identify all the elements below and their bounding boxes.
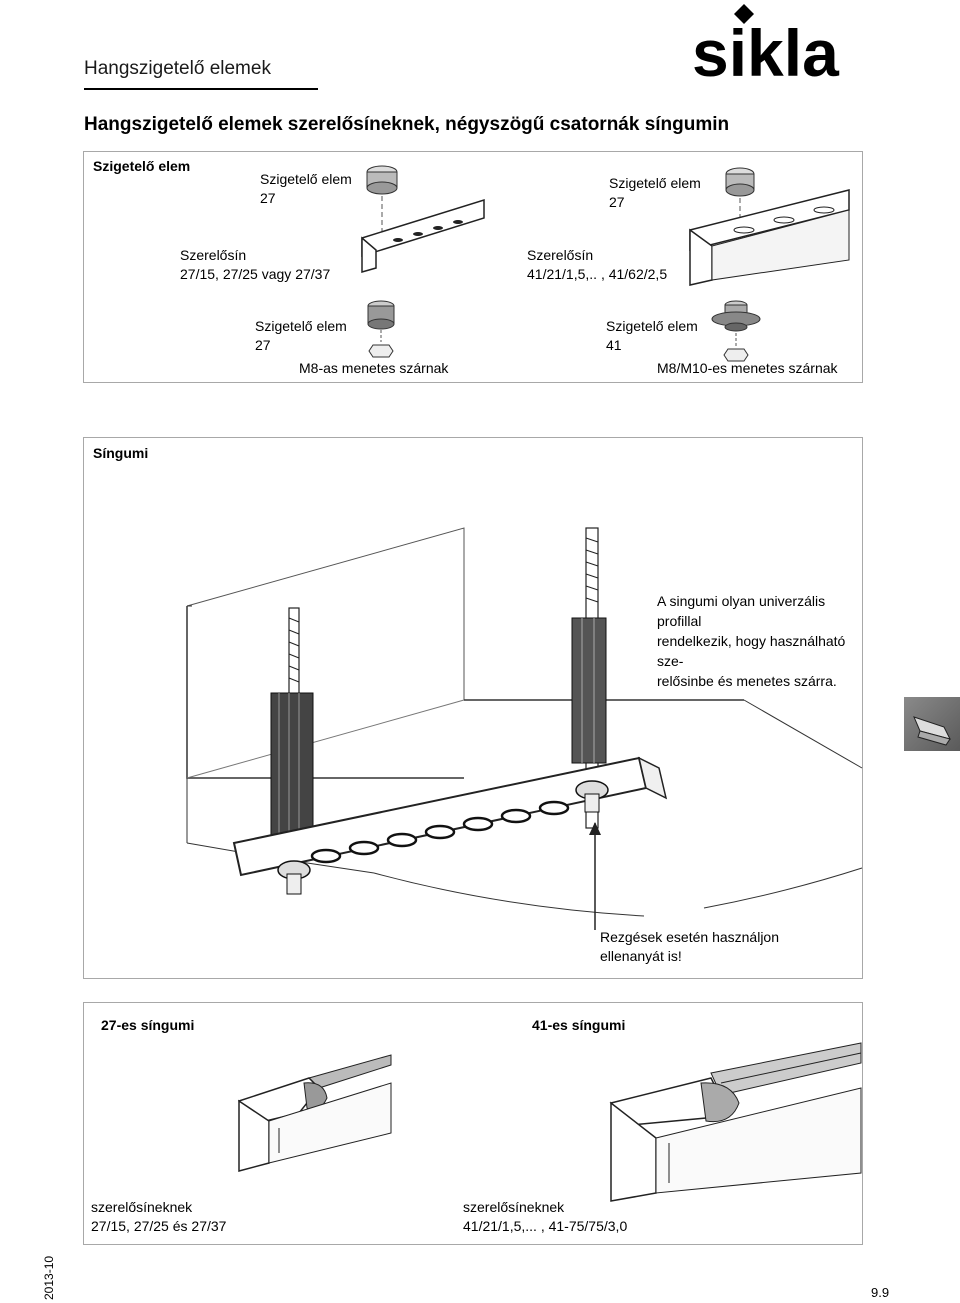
rubber-41-illustration: [609, 1042, 862, 1202]
label-left-element: Szigetelő elem 27: [260, 171, 352, 206]
label-right-element: Szigetelő elem 27: [609, 175, 701, 210]
product-thumbnail: [904, 697, 960, 751]
logo-text: sikla: [692, 16, 840, 90]
panel-heading: Szigetelő elem: [93, 158, 191, 174]
header-underline: [84, 88, 318, 90]
insulation-element-panel: Szigetelő elem Szigetelő elem 27 Szerelő…: [83, 151, 863, 383]
element-41-with-nut: [711, 300, 761, 362]
rail-41-illustration: [689, 167, 850, 286]
left-caption: szerelősíneknek 27/15, 27/25 és 27/37: [91, 1199, 227, 1234]
publication-date: 2013-10: [42, 1255, 56, 1300]
vibration-note: Rezgések esetén használjon ellenanyát is…: [600, 929, 780, 964]
right-heading: 41-es síngumi: [532, 1017, 626, 1033]
element-27-with-nut: [367, 300, 395, 358]
label-right-rail: Szerelősín 41/21/1,5,.. , 41/62/2,5: [527, 247, 668, 282]
duct-installation-illustration: [186, 527, 863, 930]
rail-rubber-panel: Síngumi A singumi olyan univerzális prof…: [83, 437, 863, 979]
section-title: Hangszigetelő elemek szerelősíneknek, né…: [84, 114, 730, 135]
thumbnail-graphic: [913, 716, 951, 746]
rail-27-illustration: [361, 165, 485, 273]
logo-graphic: sikla: [692, 4, 840, 90]
label-bottom-left-element: Szigetelő elem 27: [255, 318, 347, 353]
sikla-logo: sikla: [692, 2, 892, 90]
label-bottom-left-rod: M8-as menetes szárnak: [299, 360, 449, 376]
description-text: A singumi olyan univerzális profillal re…: [657, 593, 846, 689]
right-caption: szerelősíneknek 41/21/1,5,... , 41-75/75…: [463, 1199, 628, 1234]
page-number: 9.9: [871, 1285, 890, 1300]
label-bottom-right-rod: M8/M10-es menetes szárnak: [657, 360, 838, 376]
left-heading: 27-es síngumi: [101, 1017, 195, 1033]
panel-heading: Síngumi: [93, 445, 149, 461]
label-bottom-right-element: Szigetelő elem 41: [606, 318, 698, 353]
label-left-rail: Szerelősín 27/15, 27/25 vagy 27/37: [180, 247, 331, 282]
rubber-27-illustration: [237, 1054, 392, 1172]
page-header-title: Hangszigetelő elemek: [84, 58, 271, 79]
rubber-profile-panel: 27-es síngumi 41-es síngumi szerelősínek…: [83, 1002, 863, 1245]
